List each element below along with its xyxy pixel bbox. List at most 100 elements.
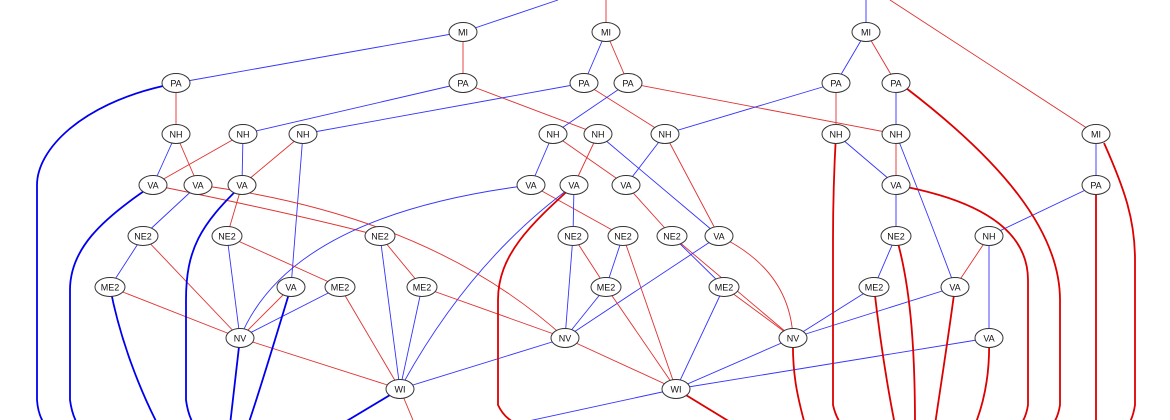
node-pa4: PA	[613, 73, 643, 93]
node-ellipse	[704, 226, 734, 246]
node-label: ME2	[413, 283, 432, 293]
edge-ME2b-NV1	[239, 286, 341, 339]
node-label: VA	[949, 283, 960, 293]
node-label: PA	[578, 79, 589, 89]
node-label: PA	[622, 79, 633, 89]
node-label: VA	[147, 181, 158, 191]
node-ellipse	[851, 22, 881, 42]
edge-WI2-blue-offscreen	[530, 388, 677, 420]
node-ellipse	[138, 175, 168, 195]
node-ellipse	[127, 226, 159, 246]
node-ne2d: NE2	[557, 226, 589, 246]
node-nv1: NV	[225, 328, 255, 348]
node-label: MI	[861, 28, 871, 38]
edge-PA3-NH3	[302, 82, 585, 135]
edge-NV2-WI2	[564, 337, 677, 390]
node-label: VA	[890, 181, 901, 191]
edge-NH4-VA6	[552, 133, 627, 186]
node-ellipse	[288, 124, 318, 144]
node-pa7: PA	[1081, 175, 1111, 195]
edge-NH7-VA7	[835, 133, 897, 186]
edge-NE2g-offscreen	[895, 235, 916, 420]
edge-PA4-NH4	[552, 82, 629, 135]
node-ellipse	[161, 124, 191, 144]
node-label: NE2	[564, 232, 582, 242]
node-ellipse	[324, 277, 356, 297]
node-label: NV	[559, 334, 572, 344]
node-ellipse	[227, 175, 257, 195]
node-ellipse	[161, 73, 191, 93]
node-ellipse	[821, 124, 851, 144]
edge-VA3-offscreen	[185, 184, 243, 420]
node-ellipse	[858, 277, 890, 297]
node-ellipse	[974, 328, 1004, 348]
node-ellipse	[583, 124, 613, 144]
node-label: PA	[890, 79, 901, 89]
node-ellipse	[661, 379, 691, 399]
node-ellipse	[590, 277, 622, 297]
node-ellipse	[613, 73, 643, 93]
node-mi3: MI	[851, 22, 881, 42]
edge-MI1-offscreen	[462, 0, 559, 33]
edge-VA11-offscreen	[975, 337, 991, 420]
node-va11: VA	[974, 328, 1004, 348]
node-va4: VA	[516, 175, 546, 195]
node-nh5: NH	[583, 124, 613, 144]
edge-NH3-VA3	[241, 133, 304, 186]
edge-MI1-PA1	[175, 31, 464, 84]
node-label: PA	[1090, 181, 1101, 191]
node-ellipse	[557, 226, 589, 246]
node-ne2c: NE2	[364, 226, 396, 246]
node-label: NE2	[663, 232, 681, 242]
node-ne2a: NE2	[127, 226, 159, 246]
node-label: NH	[170, 130, 183, 140]
node-label: MI	[1091, 130, 1101, 140]
node-label: ME2	[101, 283, 120, 293]
node-label: VA	[983, 334, 994, 344]
node-va7: VA	[881, 175, 911, 195]
edge-NE2d-NV2	[564, 235, 574, 339]
node-nh7: NH	[821, 124, 851, 144]
edge-ME2c-NV2	[421, 286, 566, 339]
edge-VA5-WI1	[399, 184, 575, 390]
node-va10: VA	[940, 277, 970, 297]
edge-NE2e-WI2	[622, 235, 677, 390]
node-label: VA	[236, 181, 247, 191]
node-me2b: ME2	[324, 277, 356, 297]
node-nv2: NV	[550, 328, 580, 348]
node-ne2f: NE2	[656, 226, 688, 246]
node-label: NH	[592, 130, 605, 140]
edge-NH8-VA10	[895, 133, 956, 288]
node-ellipse	[569, 73, 599, 93]
edge-ME2a-NV1	[109, 286, 241, 339]
edge-ME2e-WI2	[675, 286, 725, 390]
node-pa3: PA	[569, 73, 599, 93]
edge-VA5-offscreen	[497, 184, 575, 420]
node-mi4: MI	[1081, 124, 1111, 144]
edge-NV1-offscreen	[229, 337, 241, 420]
node-me2d: ME2	[590, 277, 622, 297]
edge-VA4-NE2e	[530, 184, 624, 237]
edge-VA8-NV2	[564, 235, 720, 339]
node-label: PA	[457, 79, 468, 89]
node-label: VA	[192, 181, 203, 191]
node-nh3: NH	[288, 124, 318, 144]
node-label: NH	[659, 130, 672, 140]
edge-ME2b-WI1	[339, 286, 401, 390]
node-label: ME2	[715, 283, 734, 293]
edge-MI4-thick-offscreen	[1103, 142, 1136, 420]
node-label: ME2	[597, 283, 616, 293]
edge-PA2-NH2	[242, 82, 464, 135]
node-me2c: ME2	[406, 277, 438, 297]
node-ellipse	[591, 22, 621, 42]
node-me2a: ME2	[94, 277, 126, 297]
edge-NH5-VA8	[597, 133, 720, 237]
edge-PA5-NH6	[664, 82, 837, 135]
node-label: ME2	[331, 283, 350, 293]
node-ellipse	[607, 226, 639, 246]
edge-VA1-offscreen	[69, 184, 154, 420]
node-ellipse	[183, 175, 213, 195]
node-ellipse	[276, 277, 306, 297]
